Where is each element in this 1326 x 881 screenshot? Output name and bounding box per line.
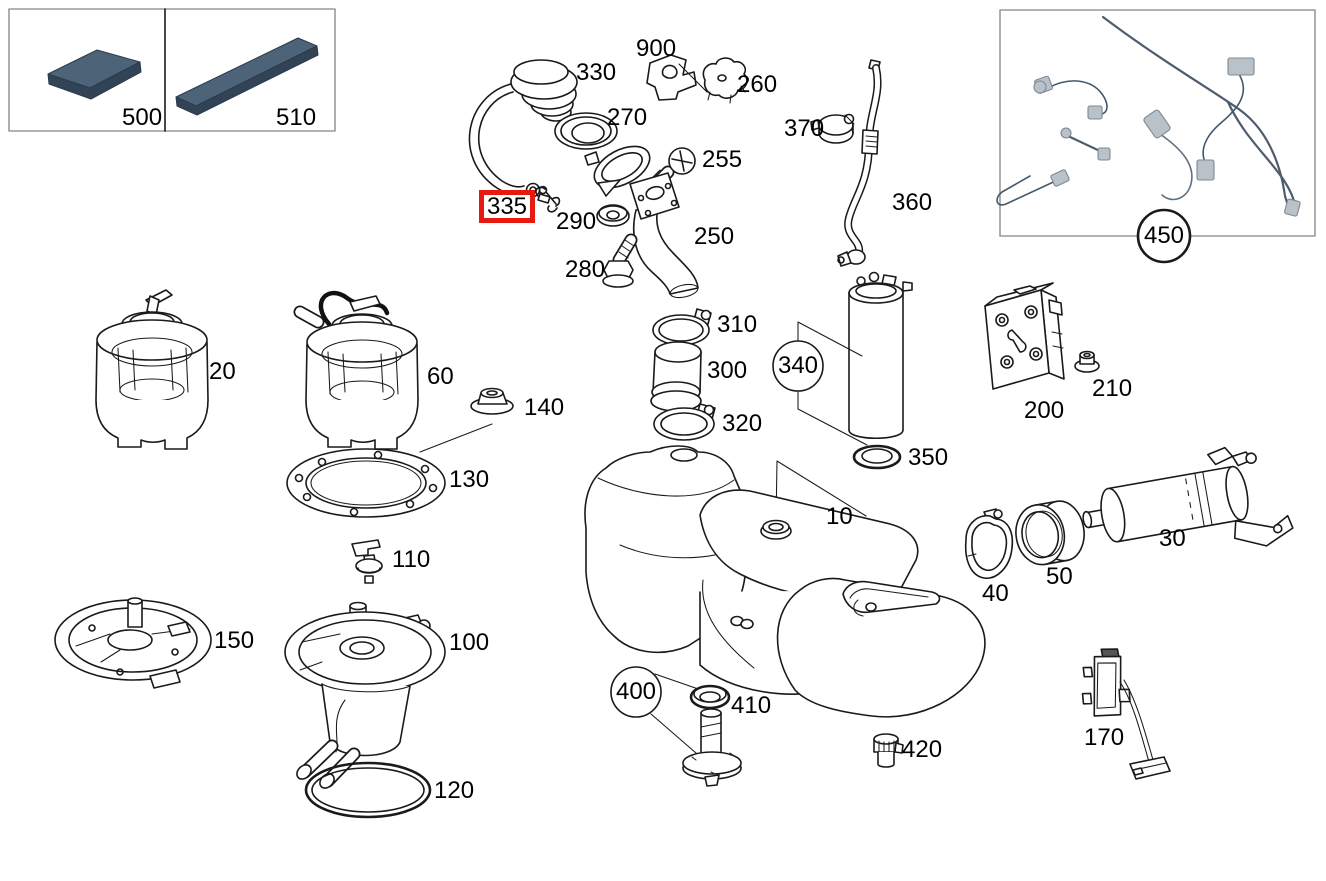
pad-510 xyxy=(175,37,319,116)
callout-510[interactable]: 510 xyxy=(276,104,317,131)
callout-20[interactable]: 20 xyxy=(209,358,236,385)
part-280-bolt xyxy=(602,233,638,288)
part-900-bracket xyxy=(646,54,708,101)
part-40-hose-clamp xyxy=(964,508,1014,579)
part-10-fuel-tank xyxy=(584,445,986,718)
inset-hose-kit-box xyxy=(996,9,1316,264)
part-370-clamp xyxy=(810,113,855,144)
callout-420[interactable]: 420 xyxy=(902,736,943,763)
callout-120[interactable]: 120 xyxy=(434,777,475,804)
part-320-clamp xyxy=(653,403,716,441)
callout-130[interactable]: 130 xyxy=(449,466,490,493)
callout-500[interactable]: 500 xyxy=(122,104,163,131)
part-20-fuel-pump-module xyxy=(95,289,209,450)
highlight-box-335[interactable]: 335 xyxy=(479,190,535,223)
pad-500 xyxy=(47,49,142,100)
callout-110[interactable]: 110 xyxy=(392,546,431,573)
part-30-inline-fuel-pump xyxy=(1082,446,1294,547)
callout-290[interactable]: 290 xyxy=(556,208,597,235)
part-330-fuel-cap xyxy=(468,59,578,204)
part-420-vent-valve xyxy=(873,733,904,768)
callout-210[interactable]: 210 xyxy=(1092,375,1133,402)
callout-450-balloon[interactable]: 450 xyxy=(1143,222,1185,249)
part-310-clamp xyxy=(652,308,712,346)
callout-10[interactable]: 10 xyxy=(826,503,853,530)
callout-300[interactable]: 300 xyxy=(707,357,748,384)
callout-30[interactable]: 30 xyxy=(1159,525,1186,552)
part-260-grommet xyxy=(702,57,748,104)
part-110-valve xyxy=(351,539,383,584)
callout-320[interactable]: 320 xyxy=(722,410,763,437)
callout-360[interactable]: 360 xyxy=(892,189,933,216)
callout-330[interactable]: 330 xyxy=(576,59,617,86)
part-200-mounting-bracket xyxy=(984,282,1065,390)
callout-250[interactable]: 250 xyxy=(694,223,735,250)
callout-350[interactable]: 350 xyxy=(908,444,949,471)
part-410-seal-ring xyxy=(689,684,731,710)
part-60-fuel-pump-module xyxy=(293,290,419,450)
part-270-seal-ring xyxy=(554,112,618,150)
part-140-flange-nut xyxy=(419,387,514,453)
callout-410[interactable]: 410 xyxy=(731,692,772,719)
part-100-fuel-sender-unit xyxy=(284,601,446,789)
part-drain-plug xyxy=(682,708,742,787)
callout-200[interactable]: 200 xyxy=(1024,397,1065,424)
callout-60[interactable]: 60 xyxy=(427,363,454,390)
balloon-340 xyxy=(772,321,868,446)
callout-280[interactable]: 280 xyxy=(565,256,606,283)
callout-255[interactable]: 255 xyxy=(702,146,743,173)
callout-100[interactable]: 100 xyxy=(449,629,490,656)
callout-260[interactable]: 260 xyxy=(737,71,778,98)
callout-900[interactable]: 900 xyxy=(636,35,677,62)
part-120-o-ring xyxy=(304,761,432,819)
part-130-locking-ring xyxy=(286,448,446,518)
callout-50[interactable]: 50 xyxy=(1046,563,1073,590)
part-340-surge-tube xyxy=(848,271,913,439)
inset-pads-box xyxy=(8,8,336,132)
part-335-retaining-clip xyxy=(535,185,561,213)
callout-370[interactable]: 370 xyxy=(784,115,825,142)
callout-340-balloon[interactable]: 340 xyxy=(777,352,819,379)
callout-170[interactable]: 170 xyxy=(1084,724,1125,751)
part-150-sender-flange xyxy=(54,597,212,689)
part-300-hose xyxy=(650,341,702,412)
part-290-washer xyxy=(596,204,630,227)
callout-335: 335 xyxy=(486,192,528,220)
callout-310[interactable]: 310 xyxy=(717,311,758,338)
part-50-sleeve xyxy=(1015,500,1085,566)
balloon-400 xyxy=(610,666,705,754)
callout-150[interactable]: 150 xyxy=(214,627,255,654)
part-170-level-sensor xyxy=(1081,648,1171,780)
part-360-vent-line xyxy=(837,59,882,267)
balloon-450-circle xyxy=(1136,208,1192,264)
part-210-nut xyxy=(1074,350,1100,373)
callout-400-balloon[interactable]: 400 xyxy=(615,678,657,705)
callout-140[interactable]: 140 xyxy=(524,394,565,421)
callout-40[interactable]: 40 xyxy=(982,580,1009,607)
part-250-filler-pipe xyxy=(584,145,699,299)
part-350-seal-ring xyxy=(852,444,902,470)
callout-270[interactable]: 270 xyxy=(607,104,648,131)
